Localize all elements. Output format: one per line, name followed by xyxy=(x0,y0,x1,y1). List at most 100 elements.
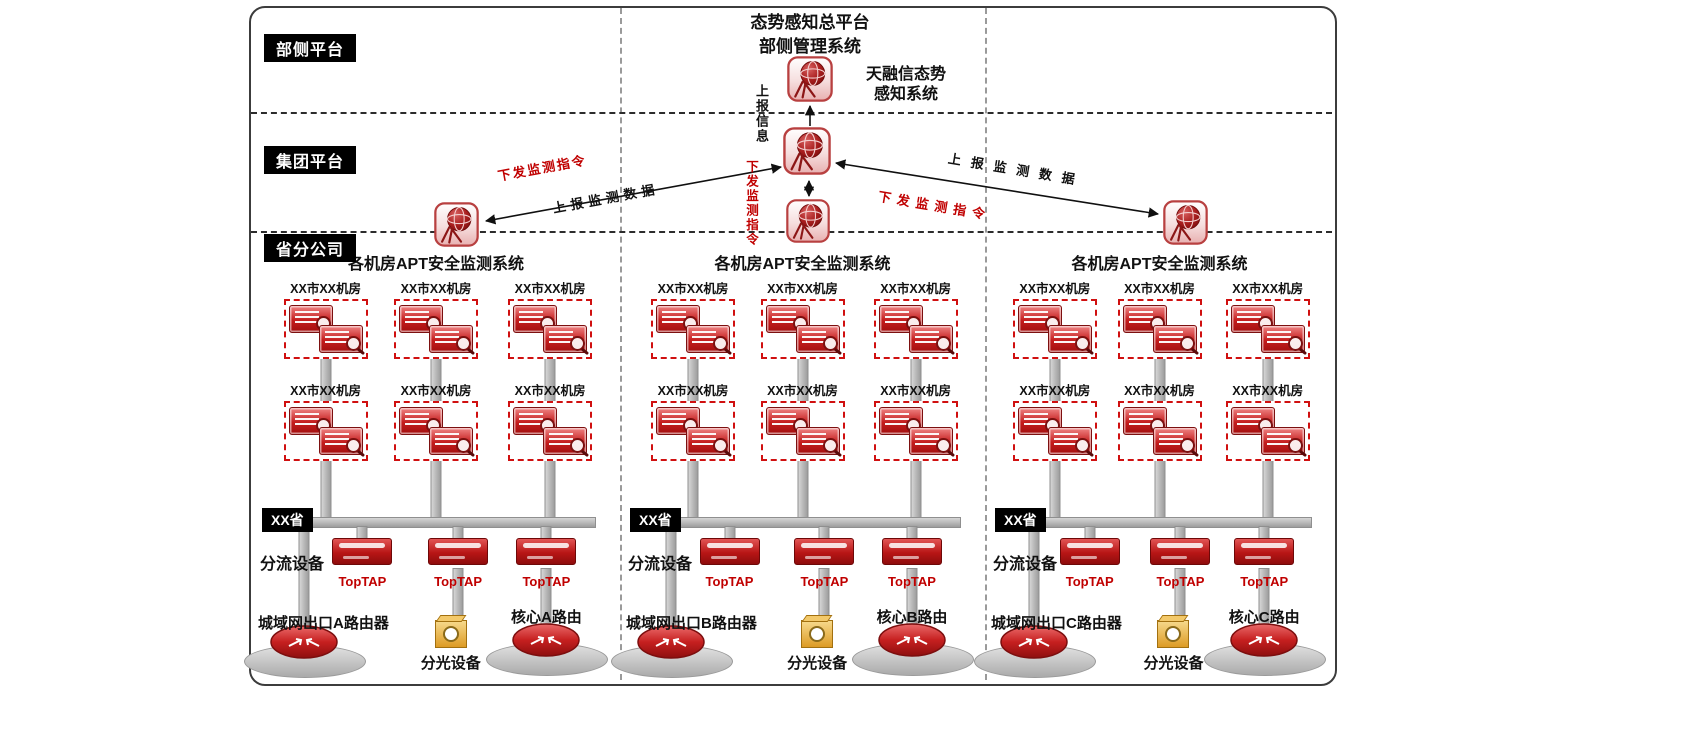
optical-splitter-label: 分光设备 xyxy=(787,655,848,672)
magnifier-icon xyxy=(1287,438,1303,453)
apt-server-icon xyxy=(686,325,730,353)
apt-server-icon xyxy=(795,427,840,455)
machine-room-label: XX市XX机房 xyxy=(767,384,838,398)
machine-room-label: XX市XX机房 xyxy=(767,282,838,296)
machine-room-box xyxy=(760,299,845,359)
province-tag: XX省 xyxy=(262,508,313,532)
machine-room: XX市XX机房 xyxy=(265,380,387,461)
apt-server-icon xyxy=(399,305,443,333)
toptap-label: TopTAP xyxy=(705,574,754,589)
machine-room-box xyxy=(651,401,735,461)
exit-router-unit xyxy=(242,624,366,678)
machine-room-box xyxy=(1012,401,1097,461)
toptap-unit: TopTAP xyxy=(320,538,404,589)
machine-room: XX市XX机房 xyxy=(994,278,1116,359)
machine-room-label: XX市XX机房 xyxy=(1019,282,1091,296)
router-icon xyxy=(512,623,581,657)
exit-router-label: 城域网出口A路由器 xyxy=(258,615,389,632)
magnifier-icon xyxy=(713,336,728,351)
hq-platform-node-icon xyxy=(787,56,833,102)
core-router-label: 核心B路由 xyxy=(876,609,948,626)
machine-room: XX市XX机房 xyxy=(375,380,497,461)
optical-splitter-icon xyxy=(434,620,467,648)
magnifier-icon xyxy=(345,336,361,351)
group-platform-node-icon xyxy=(783,127,831,175)
optical-splitter-icon xyxy=(801,620,834,648)
apt-server-icon xyxy=(318,325,363,353)
apt-server-icon xyxy=(908,325,953,353)
exit-router-label: 城域网出口C路由器 xyxy=(991,615,1122,632)
machine-room-box xyxy=(873,401,958,461)
magnifier-icon xyxy=(456,438,471,453)
machine-room-label: XX市XX机房 xyxy=(657,384,729,398)
apt-server-icon xyxy=(1230,407,1275,435)
magnifier-icon xyxy=(713,438,728,453)
toptap-unit: TopTAP xyxy=(1138,538,1222,589)
machine-room-box xyxy=(394,401,478,461)
machine-room-label: XX市XX机房 xyxy=(400,282,472,296)
optical-splitter-label: 分光设备 xyxy=(1143,655,1204,672)
magnifier-icon xyxy=(1074,336,1090,351)
apt-server-icon xyxy=(288,305,333,333)
exit-router-label: 城域网出口B路由器 xyxy=(626,615,757,632)
machine-room-box xyxy=(394,299,478,359)
machine-room-box xyxy=(1225,299,1310,359)
toptap-device-icon xyxy=(699,538,760,565)
apt-server-icon xyxy=(1047,427,1092,455)
machine-room: XX市XX机房 xyxy=(1099,380,1221,461)
machine-room: XX市XX机房 xyxy=(994,380,1116,461)
core-router-label: 核心C路由 xyxy=(1228,609,1300,626)
province-column-c: 各机房APT安全监测系统 XX市XX机房 XX市XX机房 XX市XX机房 XX市… xyxy=(973,232,1334,682)
column-separator xyxy=(985,8,987,680)
hq-title-line2: 部侧管理系统 xyxy=(759,37,861,56)
magnifier-icon xyxy=(822,438,838,453)
toptap-device-icon xyxy=(428,538,489,565)
toptap-unit: TopTAP xyxy=(782,538,866,589)
toptap-label: TopTAP xyxy=(522,574,571,589)
magnifier-icon xyxy=(570,336,586,351)
optical-splitter-label: 分光设备 xyxy=(420,655,481,672)
vendor-label-line1: 天融信态势 xyxy=(865,66,946,83)
toptap-label: TopTAP xyxy=(1240,574,1289,589)
toptap-label: TopTAP xyxy=(888,574,936,589)
band-label-group: 集团平台 xyxy=(264,146,357,174)
flow-center-dispatch: 下发监测指令 xyxy=(744,160,758,247)
band-label-ministry: 部侧平台 xyxy=(264,34,357,62)
magnifier-icon xyxy=(1287,336,1303,351)
core-router-unit xyxy=(484,622,609,676)
magnifier-icon xyxy=(570,438,586,453)
machine-room: XX市XX机房 xyxy=(375,278,497,359)
machine-room-label: XX市XX机房 xyxy=(514,282,586,296)
core-router-label: 核心A路由 xyxy=(510,609,582,626)
exit-router-unit xyxy=(972,624,1096,678)
apt-server-icon xyxy=(543,325,588,353)
diagram-border xyxy=(249,6,1337,686)
toptap-device-icon xyxy=(1059,538,1120,565)
magnifier-icon xyxy=(1074,438,1090,453)
magnifier-icon xyxy=(935,438,951,453)
machine-room-box xyxy=(508,401,593,461)
hq-title-line1: 态势感知总平台 xyxy=(750,13,870,32)
apt-server-icon xyxy=(908,427,953,455)
magnifier-icon xyxy=(1179,438,1195,453)
machine-room-label: XX市XX机房 xyxy=(1232,282,1304,296)
machine-room-box xyxy=(1117,401,1202,461)
apt-monitor-title: 各机房APT安全监测系统 xyxy=(714,256,891,273)
toptap-device-icon xyxy=(516,538,577,565)
machine-room: XX市XX机房 xyxy=(1099,278,1221,359)
toptap-unit: TopTAP xyxy=(688,538,772,589)
machine-room-box xyxy=(873,299,958,359)
band-separator xyxy=(251,112,1332,114)
machine-room-label: XX市XX机房 xyxy=(290,384,362,398)
toptap-device-icon xyxy=(1234,538,1295,565)
toptap-device-icon xyxy=(332,538,393,565)
apt-server-icon xyxy=(543,427,588,455)
apt-server-icon xyxy=(1152,325,1197,353)
machine-room-box xyxy=(508,299,593,359)
router-icon xyxy=(1230,623,1298,657)
machine-room-label: XX市XX机房 xyxy=(290,282,362,296)
apt-server-icon xyxy=(1260,325,1305,353)
machine-room: XX市XX机房 xyxy=(489,278,611,359)
magnifier-icon xyxy=(935,336,951,351)
machine-room-label: XX市XX机房 xyxy=(400,384,472,398)
